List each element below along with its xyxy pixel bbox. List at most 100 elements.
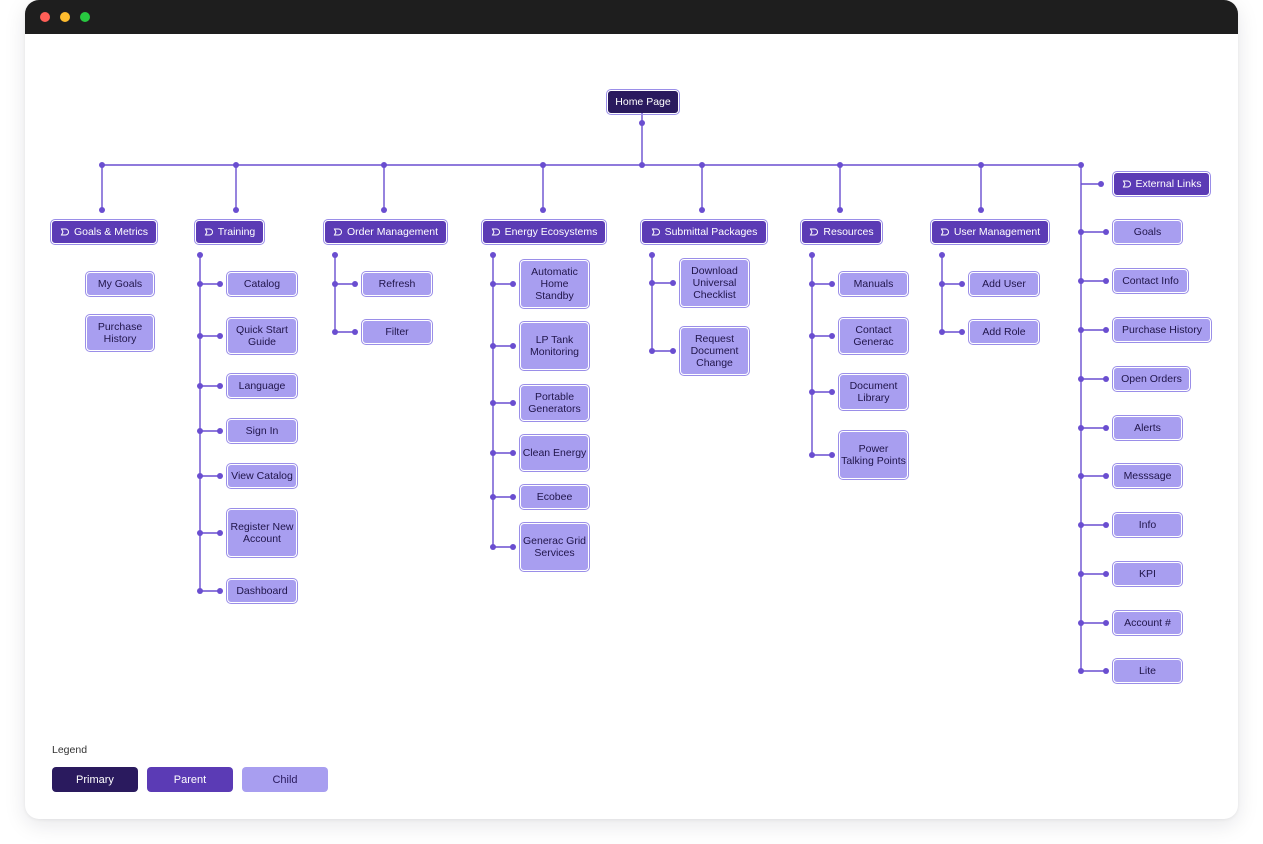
child-goals-metrics-my-goals-label: My Goals bbox=[97, 278, 143, 290]
child-order-management-filter-label: Filter bbox=[385, 326, 409, 338]
section-user-management-label: User Management bbox=[953, 226, 1041, 238]
tag-icon bbox=[651, 228, 660, 236]
child-goals-metrics-my-goals[interactable]: My Goals bbox=[85, 271, 155, 297]
child-energy-ecosystems-automatic-home-standby-label: Automatic Home Standby bbox=[531, 266, 578, 302]
child-goals-metrics-purchase-history-label: Purchase History bbox=[97, 321, 143, 345]
child-training-view-catalog-label: View Catalog bbox=[231, 470, 293, 482]
child-submittal-packages-download-universal-checklist[interactable]: Download Universal Checklist bbox=[679, 258, 750, 308]
tag-icon bbox=[333, 228, 342, 236]
child-external-links-kpi[interactable]: KPI bbox=[1112, 561, 1183, 587]
child-training-sign-in[interactable]: Sign In bbox=[226, 418, 298, 444]
child-energy-ecosystems-portable-generators[interactable]: Portable Generators bbox=[519, 384, 590, 422]
child-user-management-add-user[interactable]: Add User bbox=[968, 271, 1040, 297]
child-training-view-catalog[interactable]: View Catalog bbox=[226, 463, 298, 489]
child-external-links-kpi-label: KPI bbox=[1139, 568, 1156, 580]
child-user-management-add-role[interactable]: Add Role bbox=[968, 319, 1040, 345]
title-bar bbox=[25, 0, 1238, 34]
section-user-management[interactable]: User Management bbox=[930, 219, 1050, 245]
tag-icon bbox=[810, 228, 819, 236]
legend-parent: Parent bbox=[147, 767, 233, 792]
section-external-links[interactable]: External Links bbox=[1112, 171, 1211, 197]
zoom-window-button[interactable] bbox=[80, 12, 90, 22]
child-energy-ecosystems-automatic-home-standby[interactable]: Automatic Home Standby bbox=[519, 259, 590, 309]
child-user-management-add-user-label: Add User bbox=[982, 278, 1026, 290]
child-external-links-info[interactable]: Info bbox=[1112, 512, 1183, 538]
tag-icon bbox=[1122, 180, 1131, 188]
child-user-management-add-role-label: Add Role bbox=[982, 326, 1026, 338]
child-training-dashboard-label: Dashboard bbox=[236, 585, 288, 597]
child-external-links-account[interactable]: Account # bbox=[1112, 610, 1183, 636]
section-training[interactable]: Training bbox=[194, 219, 265, 245]
child-training-quick-start-guide[interactable]: Quick Start Guide bbox=[226, 317, 298, 355]
child-energy-ecosystems-ecobee-label: Ecobee bbox=[536, 491, 573, 503]
child-training-language[interactable]: Language bbox=[226, 373, 298, 399]
section-energy-ecosystems[interactable]: Energy Ecosystems bbox=[481, 219, 607, 245]
section-order-management[interactable]: Order Management bbox=[323, 219, 448, 245]
section-goals-metrics[interactable]: Goals & Metrics bbox=[50, 219, 158, 245]
app-window bbox=[25, 0, 1238, 819]
section-energy-ecosystems-label: Energy Ecosystems bbox=[504, 226, 598, 238]
child-external-links-purchase-history-label: Purchase History bbox=[1122, 324, 1202, 336]
tag-icon bbox=[940, 228, 949, 236]
child-training-catalog-label: Catalog bbox=[243, 278, 281, 290]
child-external-links-goals[interactable]: Goals bbox=[1112, 219, 1183, 245]
child-order-management-filter[interactable]: Filter bbox=[361, 319, 433, 345]
child-resources-power-talking-points-label: Power Talking Points bbox=[841, 443, 906, 467]
root-node-home-page[interactable]: Home Page bbox=[606, 89, 680, 115]
child-energy-ecosystems-clean-energy-label: Clean Energy bbox=[522, 447, 587, 459]
child-external-links-lite-label: Lite bbox=[1139, 665, 1156, 677]
child-resources-contact-generac[interactable]: Contact Generac bbox=[838, 317, 909, 355]
child-submittal-packages-request-document-change-label: Request Document Change bbox=[690, 333, 739, 369]
child-resources-manuals-label: Manuals bbox=[853, 278, 894, 290]
tag-icon bbox=[204, 228, 213, 236]
child-energy-ecosystems-generac-grid-services[interactable]: Generac Grid Services bbox=[519, 522, 590, 572]
root-node-home-page-label: Home Page bbox=[615, 96, 671, 108]
child-submittal-packages-request-document-change[interactable]: Request Document Change bbox=[679, 326, 750, 376]
section-training-label: Training bbox=[217, 226, 256, 238]
child-order-management-refresh-label: Refresh bbox=[378, 278, 416, 290]
section-resources[interactable]: Resources bbox=[800, 219, 883, 245]
tag-icon bbox=[60, 228, 69, 236]
legend-primary: Primary bbox=[52, 767, 138, 792]
section-submittal-packages[interactable]: Submittal Packages bbox=[640, 219, 768, 245]
child-resources-manuals[interactable]: Manuals bbox=[838, 271, 909, 297]
child-external-links-messsage-label: Messsage bbox=[1123, 470, 1172, 482]
tag-icon bbox=[491, 228, 500, 236]
child-training-catalog[interactable]: Catalog bbox=[226, 271, 298, 297]
child-training-register-new-account[interactable]: Register New Account bbox=[226, 508, 298, 558]
child-goals-metrics-purchase-history[interactable]: Purchase History bbox=[85, 314, 155, 352]
child-energy-ecosystems-portable-generators-label: Portable Generators bbox=[528, 391, 581, 415]
child-external-links-messsage[interactable]: Messsage bbox=[1112, 463, 1183, 489]
child-external-links-alerts-label: Alerts bbox=[1134, 422, 1161, 434]
child-external-links-purchase-history[interactable]: Purchase History bbox=[1112, 317, 1212, 343]
child-submittal-packages-download-universal-checklist-label: Download Universal Checklist bbox=[691, 265, 738, 301]
close-window-button[interactable] bbox=[40, 12, 50, 22]
child-external-links-alerts[interactable]: Alerts bbox=[1112, 415, 1183, 441]
child-training-sign-in-label: Sign In bbox=[245, 425, 279, 437]
child-energy-ecosystems-clean-energy[interactable]: Clean Energy bbox=[519, 434, 590, 472]
child-resources-document-library[interactable]: Document Library bbox=[838, 373, 909, 411]
child-energy-ecosystems-generac-grid-services-label: Generac Grid Services bbox=[522, 535, 587, 559]
child-training-quick-start-guide-label: Quick Start Guide bbox=[236, 324, 288, 348]
child-order-management-refresh[interactable]: Refresh bbox=[361, 271, 433, 297]
child-training-dashboard[interactable]: Dashboard bbox=[226, 578, 298, 604]
section-submittal-packages-label: Submittal Packages bbox=[664, 226, 758, 238]
section-order-management-label: Order Management bbox=[346, 226, 439, 238]
minimize-window-button[interactable] bbox=[60, 12, 70, 22]
child-energy-ecosystems-ecobee[interactable]: Ecobee bbox=[519, 484, 590, 510]
child-energy-ecosystems-lp-tank-monitoring-label: LP Tank Monitoring bbox=[529, 334, 580, 358]
child-external-links-info-label: Info bbox=[1138, 519, 1157, 531]
legend-title: Legend bbox=[52, 744, 88, 756]
child-external-links-contact-info-label: Contact Info bbox=[1122, 275, 1179, 287]
child-energy-ecosystems-lp-tank-monitoring[interactable]: LP Tank Monitoring bbox=[519, 321, 590, 371]
child-external-links-lite[interactable]: Lite bbox=[1112, 658, 1183, 684]
child-external-links-open-orders[interactable]: Open Orders bbox=[1112, 366, 1191, 392]
child-external-links-account-label: Account # bbox=[1124, 617, 1171, 629]
child-resources-contact-generac-label: Contact Generac bbox=[853, 324, 894, 348]
child-external-links-contact-info[interactable]: Contact Info bbox=[1112, 268, 1189, 294]
section-resources-label: Resources bbox=[823, 226, 874, 238]
child-external-links-open-orders-label: Open Orders bbox=[1121, 373, 1182, 385]
child-external-links-goals-label: Goals bbox=[1133, 226, 1162, 238]
child-resources-power-talking-points[interactable]: Power Talking Points bbox=[838, 430, 909, 480]
legend-child: Child bbox=[242, 767, 328, 792]
